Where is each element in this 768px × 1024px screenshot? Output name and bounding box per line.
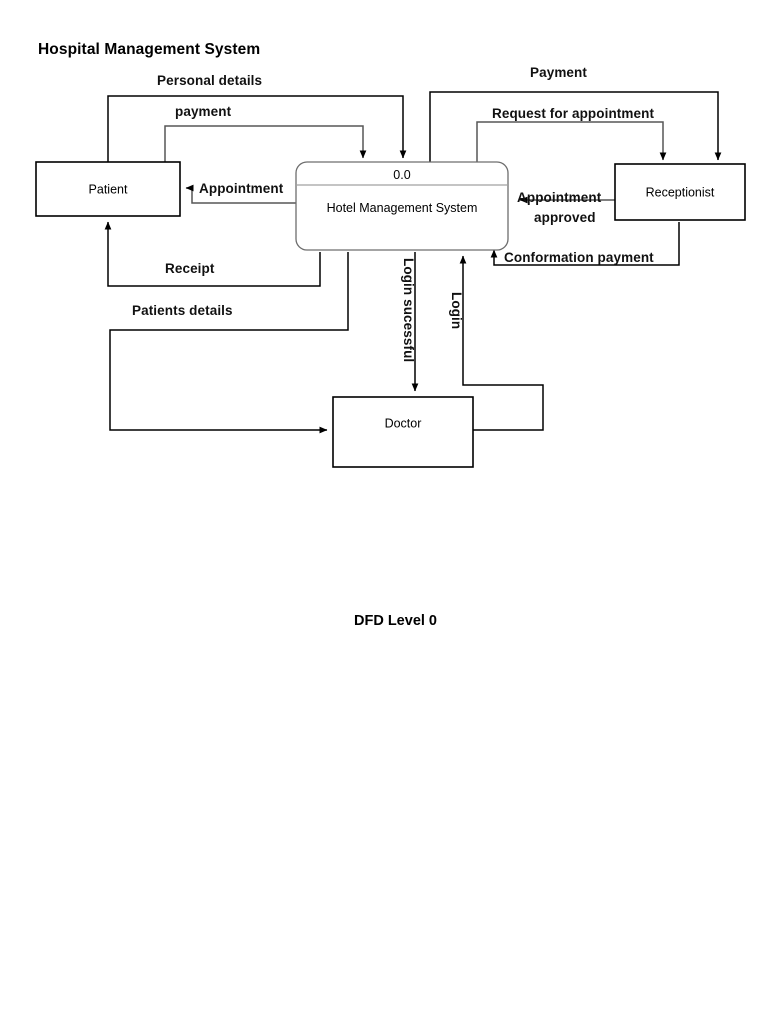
entity-doctor[interactable] bbox=[332, 396, 474, 468]
flow-conformation-payment-line bbox=[490, 222, 680, 266]
flow-label-request-for-appointment: Request for appointment bbox=[492, 106, 655, 121]
entity-receptionist-label: Receptionist bbox=[646, 185, 715, 199]
flow-appointment-line bbox=[185, 184, 312, 204]
flow-personal-details-line bbox=[107, 95, 407, 162]
page-title: Hospital Management System bbox=[38, 41, 261, 58]
flow-request-appointment-line bbox=[476, 121, 667, 164]
flow-payment-line bbox=[164, 125, 367, 162]
process-name-label: Hotel Management System bbox=[327, 201, 478, 215]
flow-label-payment: payment bbox=[175, 104, 232, 119]
flow-label-payment-reception: Payment bbox=[530, 65, 587, 80]
diagram-caption: DFD Level 0 bbox=[354, 613, 437, 629]
flow-receipt-line bbox=[104, 221, 321, 287]
flow-label-login: Login bbox=[449, 292, 464, 330]
flow-label-appointment-approved-line2: approved bbox=[534, 210, 596, 225]
flow-patients-details-line bbox=[109, 252, 349, 434]
entity-patient-label: Patient bbox=[89, 182, 128, 196]
entity-patient[interactable] bbox=[35, 161, 181, 217]
flow-label-receipt: Receipt bbox=[165, 261, 215, 276]
flow-login-line bbox=[459, 255, 544, 431]
flow-label-login-sucessful: Login sucessful bbox=[401, 258, 416, 363]
flow-payment-reception-line bbox=[429, 91, 722, 166]
entity-receptionist[interactable] bbox=[614, 163, 746, 221]
flow-label-appointment: Appointment bbox=[199, 181, 284, 196]
flow-label-personal-details: Personal details bbox=[157, 73, 263, 88]
entity-doctor-label: Doctor bbox=[385, 416, 422, 430]
flow-label-patients-details: Patients details bbox=[132, 303, 233, 318]
process-hotel-management-system[interactable] bbox=[295, 161, 509, 251]
process-number: 0.0 bbox=[393, 168, 410, 182]
flow-label-appointment-approved-line1: Appointment bbox=[517, 190, 602, 205]
flow-label-conformation-payment: Conformation payment bbox=[504, 250, 654, 265]
